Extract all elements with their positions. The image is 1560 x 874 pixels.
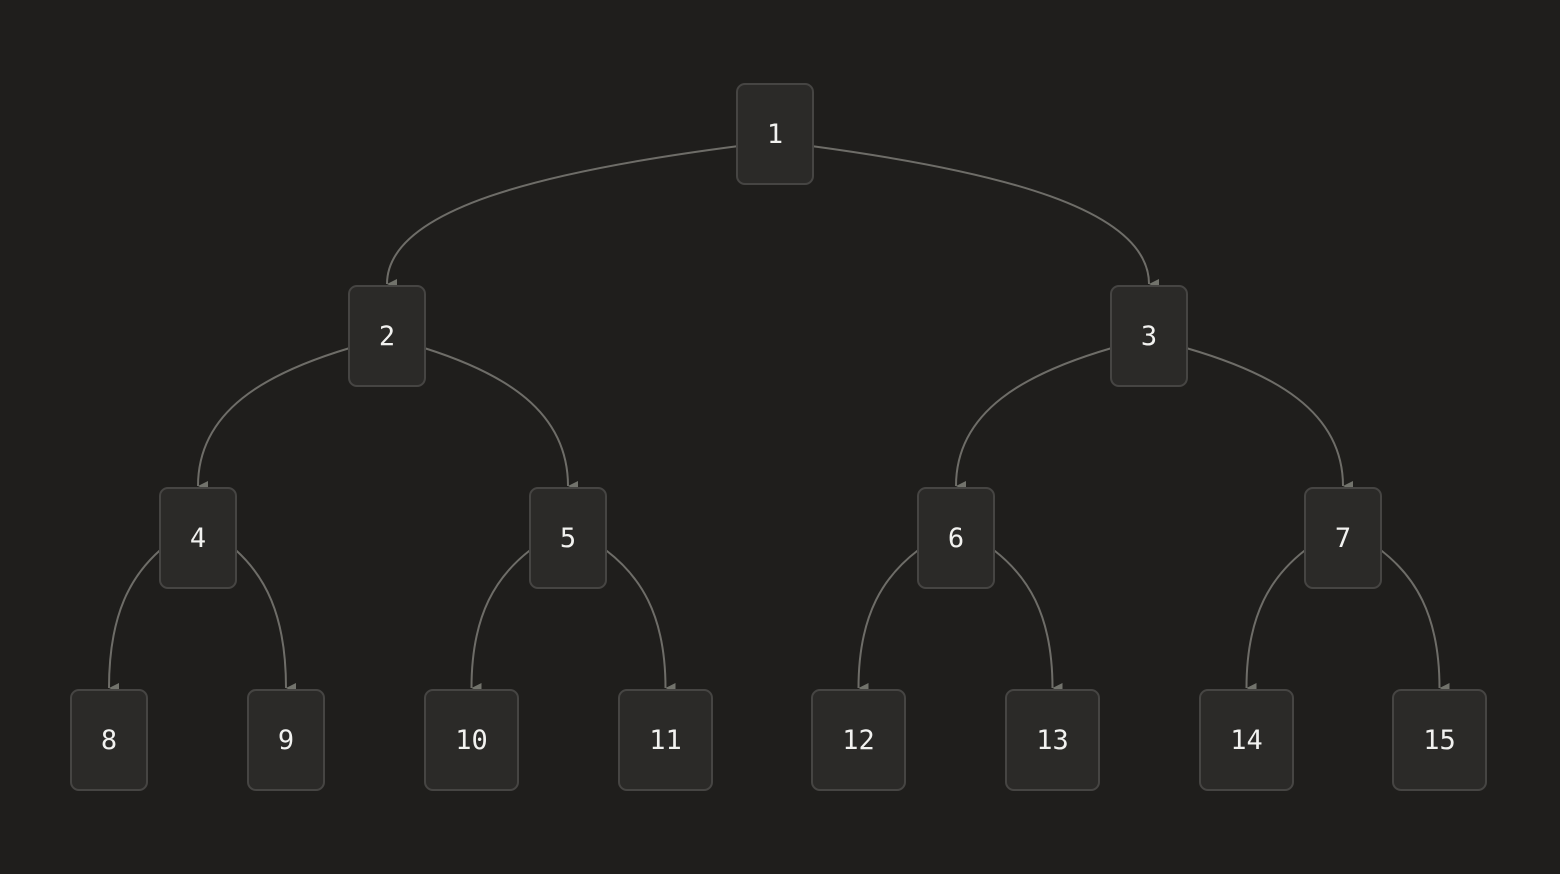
tree-node-10[interactable]: 10 <box>424 689 519 791</box>
node-label: 3 <box>1140 320 1158 352</box>
node-label: 11 <box>649 724 682 756</box>
edge-7-to-15 <box>1380 549 1450 693</box>
edge-4-to-8 <box>108 549 161 694</box>
edge-5-to-10 <box>470 549 531 694</box>
node-label: 10 <box>455 724 488 756</box>
node-label: 15 <box>1423 724 1456 756</box>
node-label: 7 <box>1334 522 1352 554</box>
edge-5-to-11 <box>605 549 676 693</box>
tree-node-5[interactable]: 5 <box>529 487 607 589</box>
tree-node-11[interactable]: 11 <box>618 689 713 791</box>
node-label: 4 <box>189 522 207 554</box>
tree-node-2[interactable]: 2 <box>348 285 426 387</box>
edge-6-to-12 <box>857 549 919 694</box>
edge-2-to-4 <box>197 347 350 492</box>
node-label: 9 <box>277 724 295 756</box>
tree-node-9[interactable]: 9 <box>247 689 325 791</box>
node-label: 14 <box>1230 724 1263 756</box>
edge-3-to-6 <box>955 347 1112 492</box>
tree-node-6[interactable]: 6 <box>917 487 995 589</box>
tree-node-12[interactable]: 12 <box>811 689 906 791</box>
edge-6-to-13 <box>993 549 1063 693</box>
node-label: 8 <box>100 724 118 756</box>
edge-3-to-7 <box>1186 347 1354 491</box>
tree-node-15[interactable]: 15 <box>1392 689 1487 791</box>
edge-4-to-9 <box>235 549 297 693</box>
node-label: 13 <box>1036 724 1069 756</box>
tree-node-7[interactable]: 7 <box>1304 487 1382 589</box>
edge-7-to-14 <box>1245 549 1306 694</box>
node-label: 12 <box>842 724 875 756</box>
edge-1-to-3 <box>812 145 1160 289</box>
tree-node-1[interactable]: 1 <box>736 83 814 185</box>
node-label: 6 <box>947 522 965 554</box>
tree-node-13[interactable]: 13 <box>1005 689 1100 791</box>
edge-2-to-5 <box>424 347 579 491</box>
tree-node-4[interactable]: 4 <box>159 487 237 589</box>
edge-1-to-2 <box>386 145 738 290</box>
node-label: 5 <box>559 522 577 554</box>
tree-node-8[interactable]: 8 <box>70 689 148 791</box>
node-label: 1 <box>766 118 784 150</box>
tree-node-3[interactable]: 3 <box>1110 285 1188 387</box>
node-label: 2 <box>378 320 396 352</box>
tree-node-14[interactable]: 14 <box>1199 689 1294 791</box>
